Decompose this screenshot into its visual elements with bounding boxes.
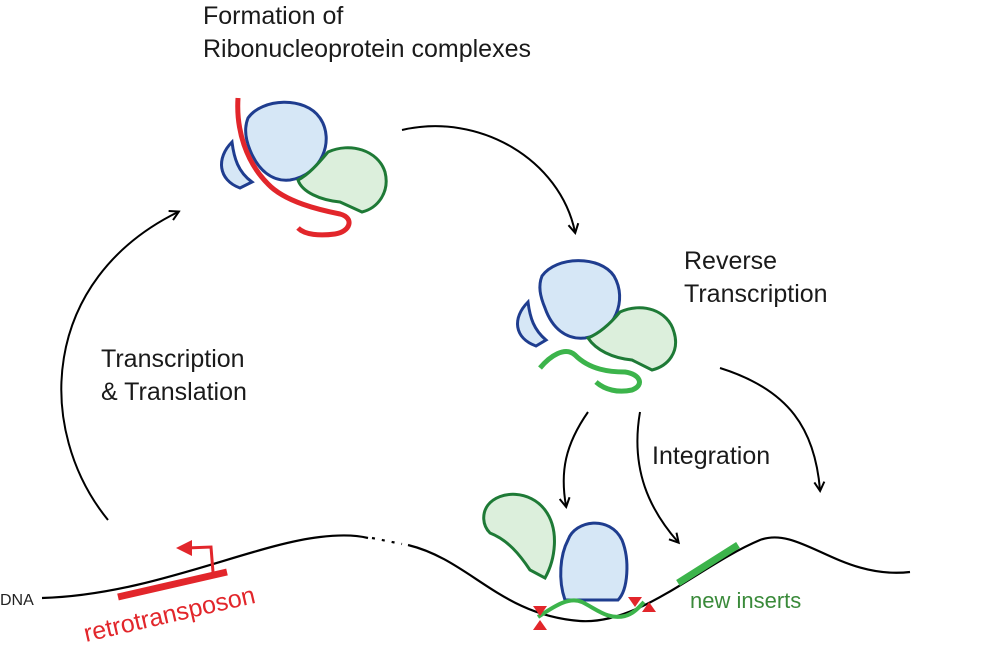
label-retrotransposon: retrotransposon xyxy=(81,581,258,648)
cut-site-right-icon xyxy=(628,597,656,612)
dna-strand-right xyxy=(407,536,911,623)
label-tt-line2: & Translation xyxy=(101,378,247,406)
arrow-to-new-insert-right xyxy=(719,367,820,490)
label-transcription-translation: Transcription & Translation xyxy=(101,343,247,409)
rnp-top-green-lobe xyxy=(296,146,388,214)
rnp-rt-small-lobe xyxy=(516,298,549,348)
integration-blue-lobe xyxy=(559,521,629,602)
label-reverse-line2: Transcription xyxy=(684,280,828,308)
integration-green-lobe xyxy=(482,492,556,581)
cut-site-left-icon xyxy=(533,606,547,630)
dna-strand-left xyxy=(41,534,369,600)
label-formation-line1: Formation of xyxy=(203,2,344,30)
label-new-inserts: new inserts xyxy=(690,588,802,613)
label-formation-rnp: Formation of Ribonucleoprotein complexes xyxy=(203,0,531,66)
rnp-complex-reverse-transcription xyxy=(516,259,677,394)
rnp-top-large-lobe xyxy=(244,100,328,182)
label-dna: DNA xyxy=(0,592,34,609)
rnp-rt-dna-strand xyxy=(538,349,642,394)
arrow-to-integration-complex xyxy=(564,411,589,506)
rnp-top-rna-strand xyxy=(235,97,352,238)
label-reverse-transcription: Reverse Transcription xyxy=(684,245,828,311)
rnp-top-small-lobe xyxy=(220,138,255,190)
arrow-transcription-translation xyxy=(60,212,178,521)
integration-complex xyxy=(482,492,656,630)
integration-dna-insert xyxy=(536,598,646,619)
arrow-to-reverse-transcription xyxy=(401,125,575,232)
promoter-arrowhead xyxy=(176,540,192,556)
label-reverse-line1: Reverse xyxy=(684,247,778,275)
label-tt-line1: Transcription xyxy=(101,345,245,373)
arrow-to-new-insert xyxy=(636,411,678,542)
label-integration: Integration xyxy=(652,442,771,470)
label-formation-line2: Ribonucleoprotein complexes xyxy=(203,35,531,63)
rnp-complex-top xyxy=(220,97,388,238)
promoter-arrow-icon xyxy=(185,545,215,573)
rnp-rt-green-lobe xyxy=(585,306,677,372)
new-insert-segment xyxy=(676,542,740,586)
retrotransposon-segment xyxy=(117,568,228,601)
